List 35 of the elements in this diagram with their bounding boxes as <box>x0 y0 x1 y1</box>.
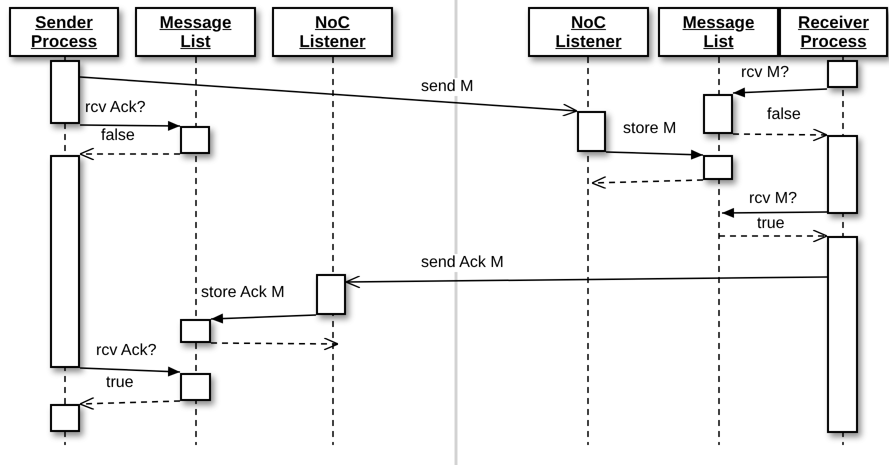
message-arrow <box>80 366 180 377</box>
activation-bar <box>180 373 211 401</box>
activation-bar <box>316 274 346 315</box>
message-arrow <box>722 208 827 218</box>
message-arrow <box>80 76 578 117</box>
activation-bar <box>703 94 733 134</box>
return-arrow <box>79 396 180 410</box>
activation-bar <box>827 236 858 433</box>
lifeline-header: NoC Listener <box>272 7 393 57</box>
activation-bar <box>703 155 733 180</box>
activation-bar <box>827 60 858 88</box>
return-arrow <box>79 147 180 161</box>
message-arrow <box>606 150 704 160</box>
edge-label: send Ack M <box>420 254 505 272</box>
lifeline-header: Receiver Process <box>779 7 888 57</box>
message-arrow <box>80 120 180 131</box>
edge-label: send M <box>420 78 474 96</box>
return-arrow <box>719 229 828 243</box>
activation-bar <box>180 126 210 154</box>
return-arrow <box>211 337 339 351</box>
lifeline-header: Sender Process <box>9 7 119 57</box>
activation-bar <box>50 155 80 368</box>
activation-bar <box>50 404 80 432</box>
message-arrow <box>210 314 316 324</box>
activation-bar <box>827 135 858 214</box>
message-arrow <box>732 88 828 98</box>
return-arrow <box>591 176 704 190</box>
message-arrow <box>345 275 827 288</box>
lifeline-header: Message List <box>658 7 779 57</box>
lifeline-header: Message List <box>135 7 256 57</box>
return-arrow <box>733 128 828 142</box>
activation-bar <box>577 111 606 152</box>
activation-bar <box>180 319 211 343</box>
lifeline-header: NoC Listener <box>528 7 649 57</box>
activation-bar <box>50 60 80 124</box>
